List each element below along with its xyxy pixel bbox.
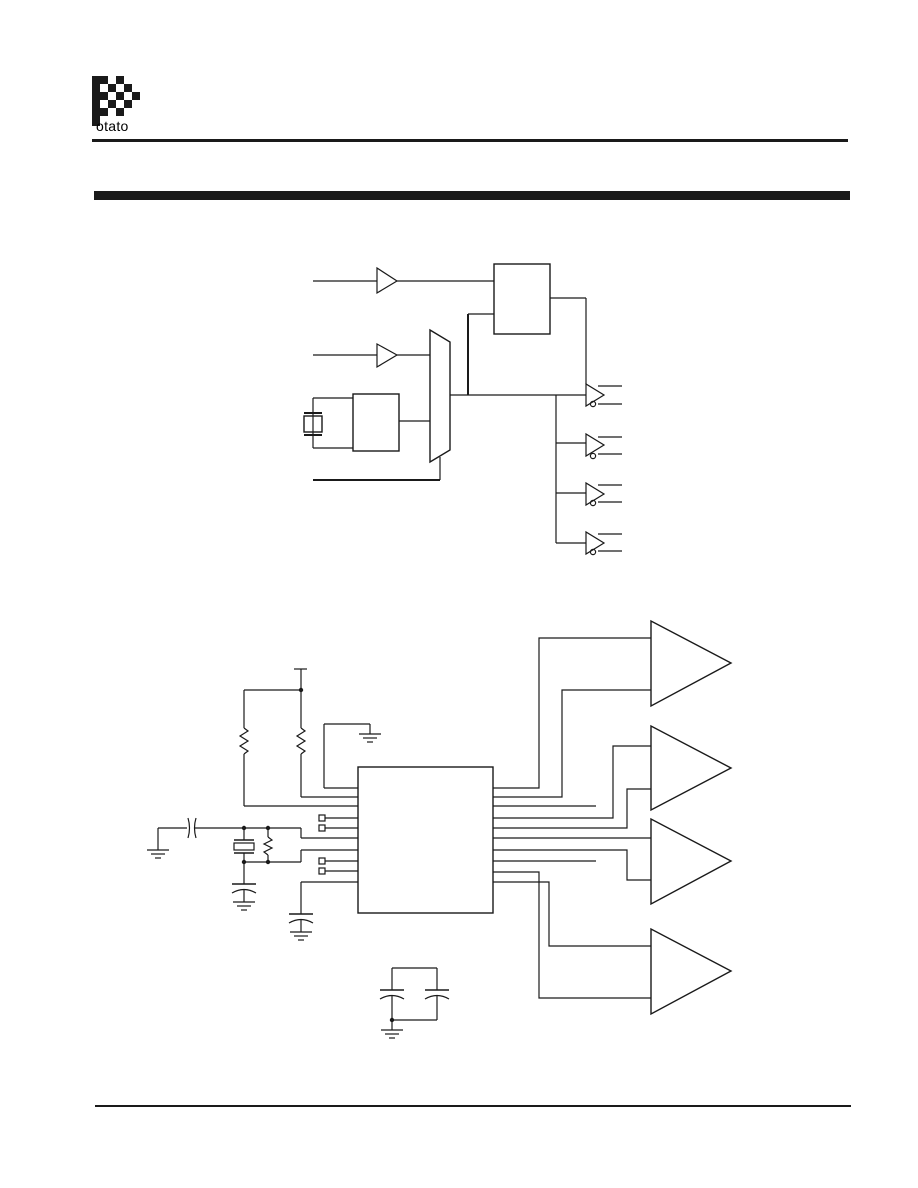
load-capacitor-2 [288,913,314,924]
resistor-2 [295,727,307,755]
ic-chip [357,766,494,914]
resistor-3 [262,836,274,856]
pin-marker [318,857,326,865]
decoupling-capacitors [379,967,450,1039]
output-buffer-3 [585,481,622,507]
section-rule [94,191,850,200]
crystal-icon [233,842,255,851]
input-buffer-1 [313,266,494,295]
oscillator-block [352,393,400,452]
ground-icon [290,931,312,941]
resistor-1 [238,727,250,755]
header-rule [92,139,848,142]
output-buffer-2 [585,432,622,460]
pin-marker [318,824,326,832]
output-driver-3 [650,817,733,906]
crystal-oscillator [303,393,430,452]
output-driver-2 [650,724,733,812]
multiplexer-block [429,328,451,464]
footer-rule [95,1105,851,1107]
potato-logo-icon [92,76,140,126]
output-buffer-4 [585,530,622,556]
output-driver-1 [650,619,733,708]
logo-text: otato [96,118,129,134]
output-buffer-1 [585,382,622,408]
block-diagram [303,263,622,556]
crystal-icon [303,415,323,433]
pin-marker [318,867,326,875]
application-circuit [147,619,733,1039]
ground-icon [147,849,169,859]
pll-block [493,263,551,335]
output-driver-4 [650,927,733,1016]
load-capacitor-1 [231,883,257,894]
ground-icon [233,901,255,911]
input-buffer-2 [313,342,430,369]
ground-icon [359,733,381,743]
pin-marker [318,814,326,822]
